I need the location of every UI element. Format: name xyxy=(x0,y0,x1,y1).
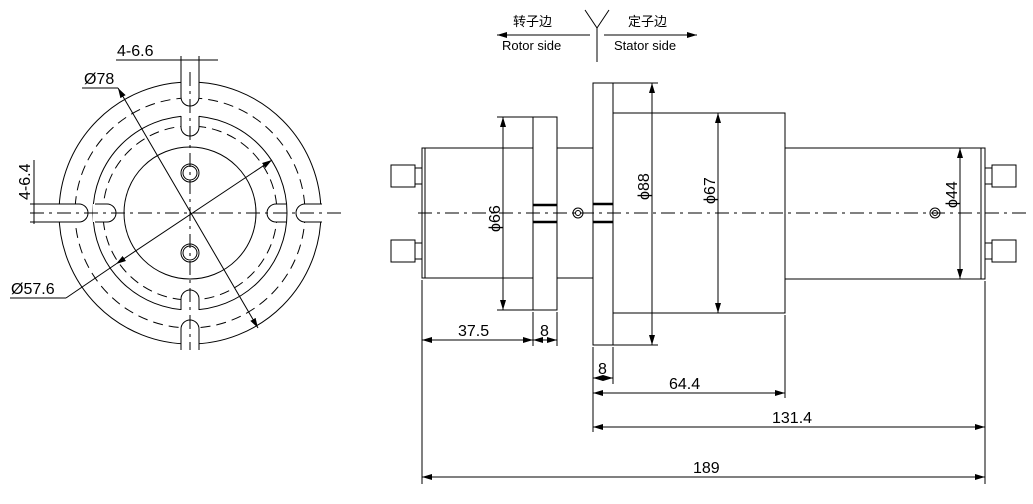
side-indicator: 转子边 Rotor side 定子边 Stator side xyxy=(497,9,697,62)
front-view: 4-6.6 Ø78 Ø57.6 4-6.4 xyxy=(10,43,346,356)
dim-8-rotor: 8 xyxy=(540,323,549,340)
connector-icon xyxy=(991,164,1017,188)
stator-side-cn: 定子边 xyxy=(628,14,667,29)
dim-slot-width: 4-6.6 xyxy=(117,43,154,60)
connector-icon xyxy=(991,239,1017,263)
rotor-side-cn: 转子边 xyxy=(513,14,552,29)
dim-189: 189 xyxy=(693,460,720,477)
dim-pcd-diameter: Ø57.6 xyxy=(11,281,55,298)
dim-8-stator: 8 xyxy=(598,361,607,378)
dim-64-4: 64.4 xyxy=(669,376,700,393)
dim-d88: ϕ88 xyxy=(636,173,653,200)
stator-side-en: Stator side xyxy=(614,38,676,53)
dim-outer-diameter: Ø78 xyxy=(84,71,114,88)
connector-icon xyxy=(390,164,416,188)
connector-icon xyxy=(390,239,416,263)
rotor-side-en: Rotor side xyxy=(502,38,561,53)
side-view: ϕ66 ϕ88 ϕ67 ϕ44 37.5 8 8 64.4 131.4 189 xyxy=(390,82,1030,484)
dim-d66: ϕ66 xyxy=(487,205,504,232)
dim-d67: ϕ67 xyxy=(702,177,719,204)
dim-131-4: 131.4 xyxy=(772,410,812,427)
dim-slot-side: 4-6.4 xyxy=(17,163,34,200)
dim-d44: ϕ44 xyxy=(944,181,961,208)
dim-37-5: 37.5 xyxy=(458,323,489,340)
